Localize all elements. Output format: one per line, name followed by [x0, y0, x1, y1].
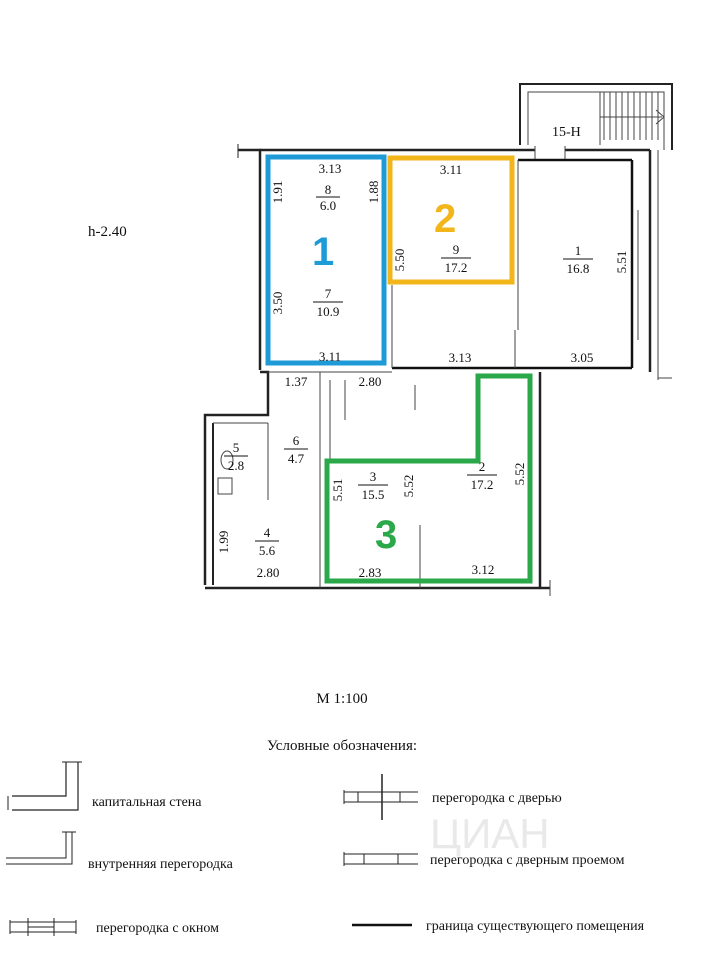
dim-3-11-top: 3.11	[440, 162, 462, 177]
dim-1-99: 1.99	[216, 531, 231, 554]
dim-5-50: 5.50	[392, 249, 407, 272]
room-3-label: 3 15.5	[358, 469, 388, 502]
zone-1-label: 1	[312, 230, 334, 274]
watermark: ЦИАН	[430, 810, 550, 857]
svg-text:17.2: 17.2	[445, 260, 468, 275]
svg-text:10.9: 10.9	[317, 304, 340, 319]
dim-3-13-top: 3.13	[319, 161, 342, 176]
dim-2-80-bottom: 2.80	[257, 565, 280, 580]
dim-3-50: 3.50	[270, 292, 285, 315]
svg-text:7: 7	[325, 286, 332, 301]
partition-doorway-symbol	[343, 852, 418, 866]
dim-3-05: 3.05	[571, 350, 594, 365]
zone-2-outline	[387, 155, 515, 285]
entrance-label: 15-Н	[552, 125, 581, 140]
partition-window-symbol	[9, 918, 77, 936]
legend-partition-window-text: перегородка с окном	[96, 921, 219, 936]
dim-3-12: 3.12	[472, 562, 495, 577]
inner-partition-symbol	[6, 831, 76, 865]
scale-label: М 1:100	[316, 691, 367, 707]
dim-5-51-right: 5.51	[614, 251, 629, 274]
legend-partition-doorway: перегородка с дверным проемом	[343, 852, 625, 868]
dim-2-83: 2.83	[359, 565, 382, 580]
room-6-label: 6 4.7	[284, 433, 308, 466]
legend-partition-doorway-text: перегородка с дверным проемом	[430, 853, 625, 868]
outer-walls	[203, 144, 672, 596]
svg-text:2: 2	[479, 459, 486, 474]
svg-text:4.7: 4.7	[288, 451, 305, 466]
svg-text:1: 1	[575, 243, 582, 258]
zone-2-label: 2	[434, 197, 456, 241]
partition-door-symbol	[343, 774, 418, 820]
zone-3-label: 3	[375, 513, 397, 557]
dim-5-51-left: 5.51	[330, 479, 345, 502]
svg-text:9: 9	[453, 242, 460, 257]
svg-text:5: 5	[233, 440, 240, 455]
dim-1-88: 1.88	[366, 181, 381, 204]
zone-1-outline	[265, 154, 387, 366]
legend-partition-window: перегородка с окном	[9, 918, 219, 936]
dim-1-37: 1.37	[285, 374, 308, 389]
room-7-label: 7 10.9	[313, 286, 343, 319]
dim-3-11-left: 3.11	[319, 349, 341, 364]
legend-title: Условные обозначения:	[267, 738, 417, 754]
legend-room-border-text: граница существующего помещения	[426, 919, 645, 934]
room-8-label: 8 6.0	[316, 182, 340, 213]
room-4-label: 4 5.6	[255, 525, 279, 558]
svg-text:3: 3	[370, 469, 377, 484]
legend-capital-wall-text: капитальная стена	[92, 795, 202, 810]
svg-text:4: 4	[264, 525, 271, 540]
svg-text:8: 8	[325, 182, 332, 197]
svg-text:5.6: 5.6	[259, 543, 276, 558]
dim-5-52-right: 5.52	[512, 463, 527, 486]
legend-room-border: граница существующего помещения	[352, 919, 645, 934]
capital-wall-symbol	[7, 761, 82, 811]
legend-partition-door-text: перегородка с дверью	[432, 791, 562, 806]
dim-1-91: 1.91	[270, 181, 285, 204]
svg-text:6.0: 6.0	[320, 198, 336, 213]
svg-text:2.8: 2.8	[228, 458, 244, 473]
interior-partitions	[213, 158, 639, 588]
room-2-label: 2 17.2	[467, 459, 497, 492]
svg-text:15.5: 15.5	[362, 487, 385, 502]
room-5-label: 5 2.8	[224, 440, 248, 473]
dim-2-80-mid: 2.80	[359, 374, 382, 389]
zone-3-outline	[324, 373, 533, 584]
room-9-label: 9 17.2	[441, 242, 471, 275]
legend-inner-partition: внутренняя перегородка	[6, 831, 234, 872]
dim-3-13-mid: 3.13	[449, 350, 472, 365]
svg-text:16.8: 16.8	[567, 261, 590, 276]
ceiling-height-label: h-2.40	[88, 224, 127, 240]
legend-inner-partition-text: внутренняя перегородка	[88, 857, 234, 872]
svg-text:6: 6	[293, 433, 300, 448]
dimensions: 3.13 1.91 1.88 3.50 3.11 3.11 5.50 5.51 …	[216, 161, 629, 580]
legend-partition-door: перегородка с дверью	[343, 774, 562, 820]
svg-text:17.2: 17.2	[471, 477, 494, 492]
legend-capital-wall: капитальная стена	[7, 761, 202, 811]
dim-5-52-mid: 5.52	[401, 475, 416, 498]
staircase: 15-Н	[519, 83, 673, 150]
room-1-label: 1 16.8	[563, 243, 593, 276]
